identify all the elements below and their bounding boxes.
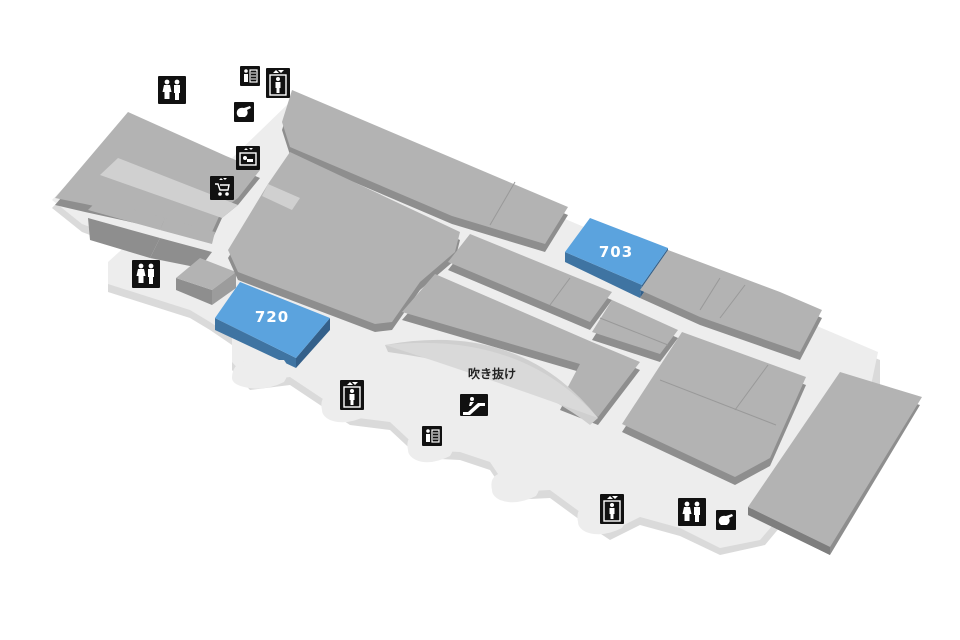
store-block-middle-right[interactable] xyxy=(592,300,678,362)
store-block-east-tall[interactable] xyxy=(748,372,922,555)
store-703-label: 703 xyxy=(599,243,633,261)
store-block-central[interactable] xyxy=(228,152,460,332)
store-block-southeast[interactable] xyxy=(622,332,806,485)
store-block-east-strip[interactable] xyxy=(640,250,822,360)
store-720[interactable]: 720 xyxy=(215,282,330,368)
store-block-center-south[interactable] xyxy=(402,274,640,425)
baby-changing-icon[interactable] xyxy=(236,146,260,170)
restroom-icon[interactable] xyxy=(678,498,706,526)
nursing-room-icon[interactable] xyxy=(234,102,254,122)
store-block-northwest[interactable] xyxy=(55,112,260,240)
baby-stroller-icon[interactable] xyxy=(210,176,234,200)
store-blocks: 720 703 xyxy=(55,90,922,555)
nursing-room-icon[interactable] xyxy=(716,510,736,530)
atrium-void-label: 吹き抜け xyxy=(468,366,516,381)
elevator-icon[interactable] xyxy=(600,494,624,524)
store-block-north-strip[interactable] xyxy=(282,90,568,252)
store-block-west-small[interactable] xyxy=(88,200,215,268)
restroom-icon[interactable] xyxy=(158,76,186,104)
diaper-change-icon[interactable] xyxy=(422,426,442,446)
restroom-icon[interactable] xyxy=(132,260,160,288)
escalator-icon[interactable] xyxy=(460,394,488,416)
store-720-label: 720 xyxy=(255,308,289,326)
diaper-change-icon[interactable] xyxy=(240,66,260,86)
atrium-void xyxy=(385,339,598,425)
elevator-icon[interactable] xyxy=(266,68,290,98)
elevator-icon[interactable] xyxy=(340,380,364,410)
store-block-west-tiny[interactable] xyxy=(176,258,236,305)
store-block-middle[interactable] xyxy=(448,234,612,330)
